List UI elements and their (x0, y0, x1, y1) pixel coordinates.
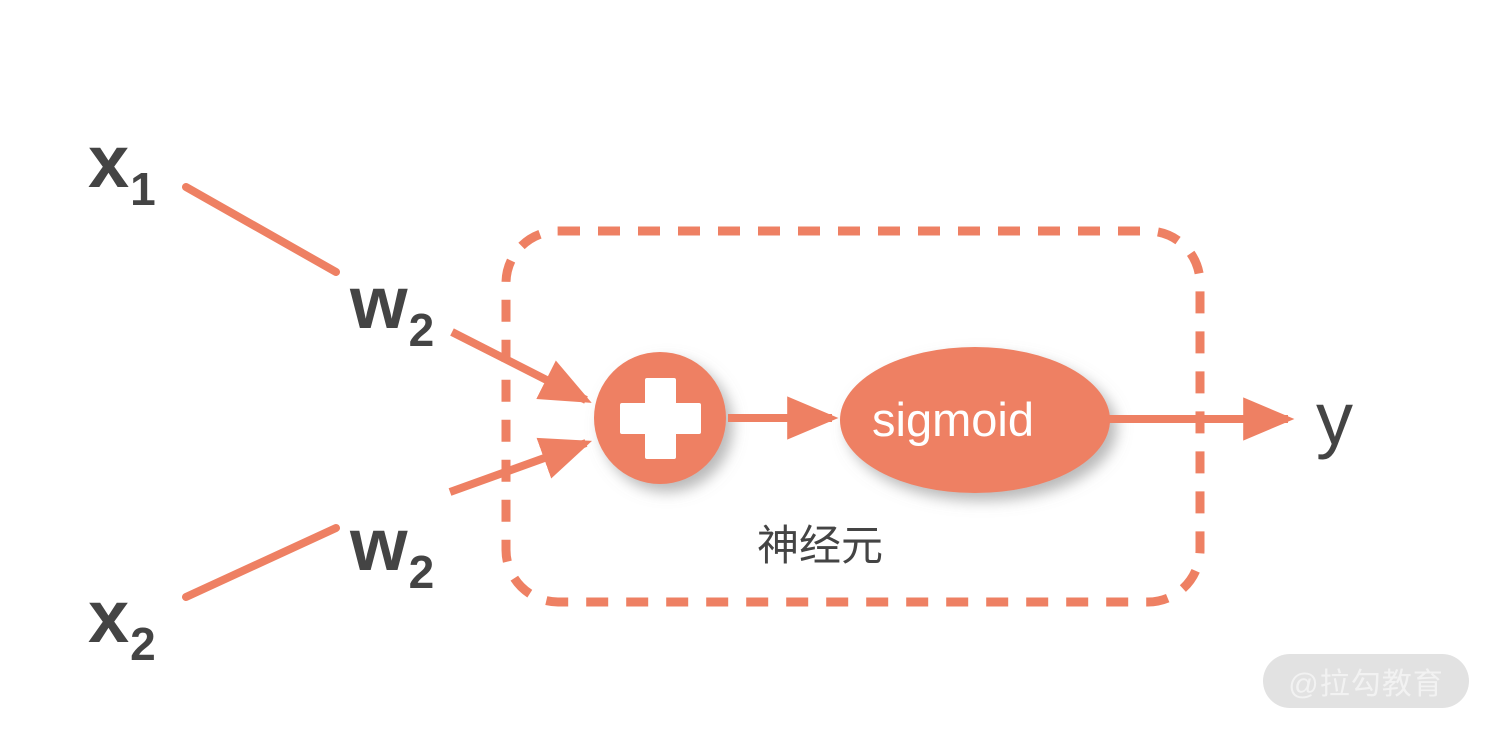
weight-label-lower-base: w (350, 503, 408, 586)
input-label-x1-base: x (88, 120, 130, 203)
weighted-arrow-lower (448, 437, 593, 496)
input-line-x2 (182, 524, 340, 601)
input-label-x2: x2 (88, 580, 156, 668)
activation-node (840, 347, 1110, 493)
weight-label-lower-sub: 2 (408, 546, 435, 598)
weight-label-upper-sub: 2 (408, 304, 435, 356)
weight-label-upper: w2 (350, 266, 434, 354)
output-label-y: y (1316, 377, 1353, 460)
plus-icon (620, 378, 701, 459)
input-label-x2-base: x (88, 575, 130, 658)
weight-label-lower: w2 (350, 508, 434, 596)
watermark-text: @拉勾教育 (1288, 668, 1444, 701)
input-label-x2-sub: 2 (130, 618, 156, 670)
weighted-arrow-upper (450, 328, 592, 404)
input-label-x1: x1 (88, 125, 156, 213)
neuron-caption: 神经元 (757, 522, 884, 569)
watermark-badge: @拉勾教育 (1263, 654, 1469, 708)
input-label-x1-sub: 1 (130, 163, 156, 215)
activation-node-label: sigmoid (872, 393, 1034, 446)
weight-label-upper-base: w (350, 261, 408, 344)
input-line-x1 (182, 183, 340, 276)
